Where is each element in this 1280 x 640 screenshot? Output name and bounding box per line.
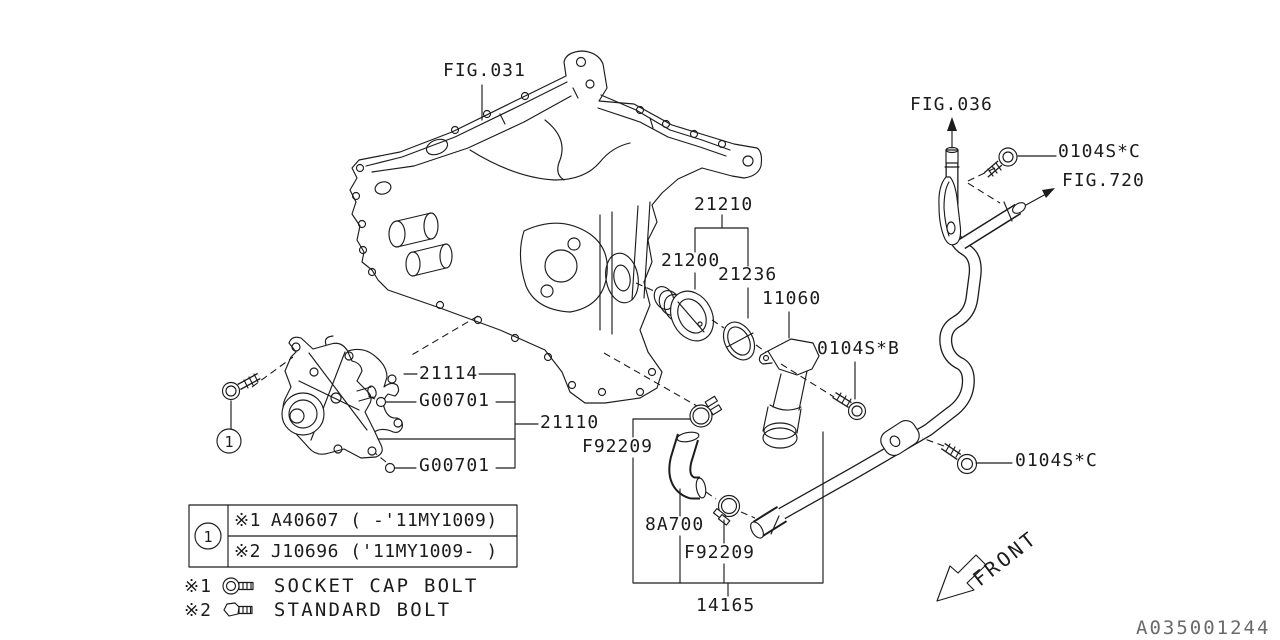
part-14165-label: 14165 <box>696 595 756 616</box>
fig036-arrow <box>947 117 957 149</box>
standard-bolt-icon <box>223 602 253 617</box>
part-21200-label: 21200 <box>661 250 721 271</box>
flange-bolt-bottom-drawing <box>940 442 978 475</box>
bypass-hose-drawing <box>668 431 707 500</box>
bolt-0104s-c-bottom-label: 0104S*C <box>1015 450 1098 471</box>
water-pipe-drawing <box>750 146 1026 539</box>
o-ring-drawing <box>722 321 756 361</box>
legend-callout-number: 1 <box>203 528 212 546</box>
fig720-label: FIG.720 <box>1062 170 1145 191</box>
part-f92209-lower-label: F92209 <box>684 542 756 563</box>
legend-box: 1 <box>188 504 518 568</box>
callout-1-bolt: 1 <box>216 428 242 454</box>
part-21210-label: 21210 <box>694 194 754 215</box>
thermostat-drawing <box>653 286 715 342</box>
assembly-dashed-lines <box>251 167 1001 519</box>
part-g00701-upper-label: G00701 <box>419 390 491 411</box>
legend-row-2-text: J10696 ('11MY1009- ) <box>270 541 498 562</box>
hose-clamp-lower-drawing <box>712 494 741 526</box>
legend-row-1-text: A40607 ( -'11MY1009) <box>270 510 498 531</box>
part-g00701-lower-label: G00701 <box>419 455 491 476</box>
socket-cap-bolt-icon <box>222 577 254 595</box>
water-pump-gasket-drawing <box>324 335 404 434</box>
callout-1-number: 1 <box>224 433 233 451</box>
legend-row-2: ※2 J10696 ('11MY1009- ) <box>234 541 498 562</box>
legend-row-1-ref: ※1 <box>234 510 261 531</box>
part-f92209-upper-label: F92209 <box>582 436 654 457</box>
part-21114-label: 21114 <box>419 363 479 384</box>
pipe-lower-bracket-tab <box>880 420 920 456</box>
note-1-ref: ※1 <box>184 575 212 597</box>
block-bolt-holes <box>351 91 727 397</box>
note-2-label: STANDARD BOLT <box>273 599 452 621</box>
diagram-id: A035001244 <box>1136 617 1271 639</box>
note-socket-cap-bolt: ※1 SOCKET CAP BOLT <box>184 575 479 597</box>
fig036-label: FIG.036 <box>910 94 993 115</box>
bolt-0104s-b-label: 0104S*B <box>817 338 900 359</box>
note-1-label: SOCKET CAP BOLT <box>273 575 479 597</box>
engine-block-drawing <box>349 50 763 404</box>
fig720-arrow <box>1025 188 1055 206</box>
water-pump-drawing <box>281 336 383 459</box>
legend-row-2-ref: ※2 <box>234 541 261 562</box>
leader-lines <box>230 84 1057 597</box>
note-2-ref: ※2 <box>184 599 212 621</box>
flange-bolt-top-drawing <box>983 147 1018 178</box>
fig031-label: FIG.031 <box>443 60 526 81</box>
note-standard-bolt: ※2 STANDARD BOLT <box>184 599 451 621</box>
part-21110-label: 21110 <box>540 412 600 433</box>
socket-cap-bolt-drawing <box>221 372 261 401</box>
part-21236-label: 21236 <box>718 264 778 285</box>
part-8a700-label: 8A700 <box>645 514 705 535</box>
legend-row-1: ※1 A40607 ( -'11MY1009) <box>234 510 498 531</box>
front-direction-arrow <box>936 554 987 602</box>
hose-clamp-upper-drawing <box>689 395 723 428</box>
flange-bolt-b-drawing <box>832 392 867 421</box>
bolt-0104s-c-top-label: 0104S*C <box>1058 141 1141 162</box>
part-11060-label: 11060 <box>762 288 822 309</box>
thermostat-cover-drawing <box>758 338 820 449</box>
